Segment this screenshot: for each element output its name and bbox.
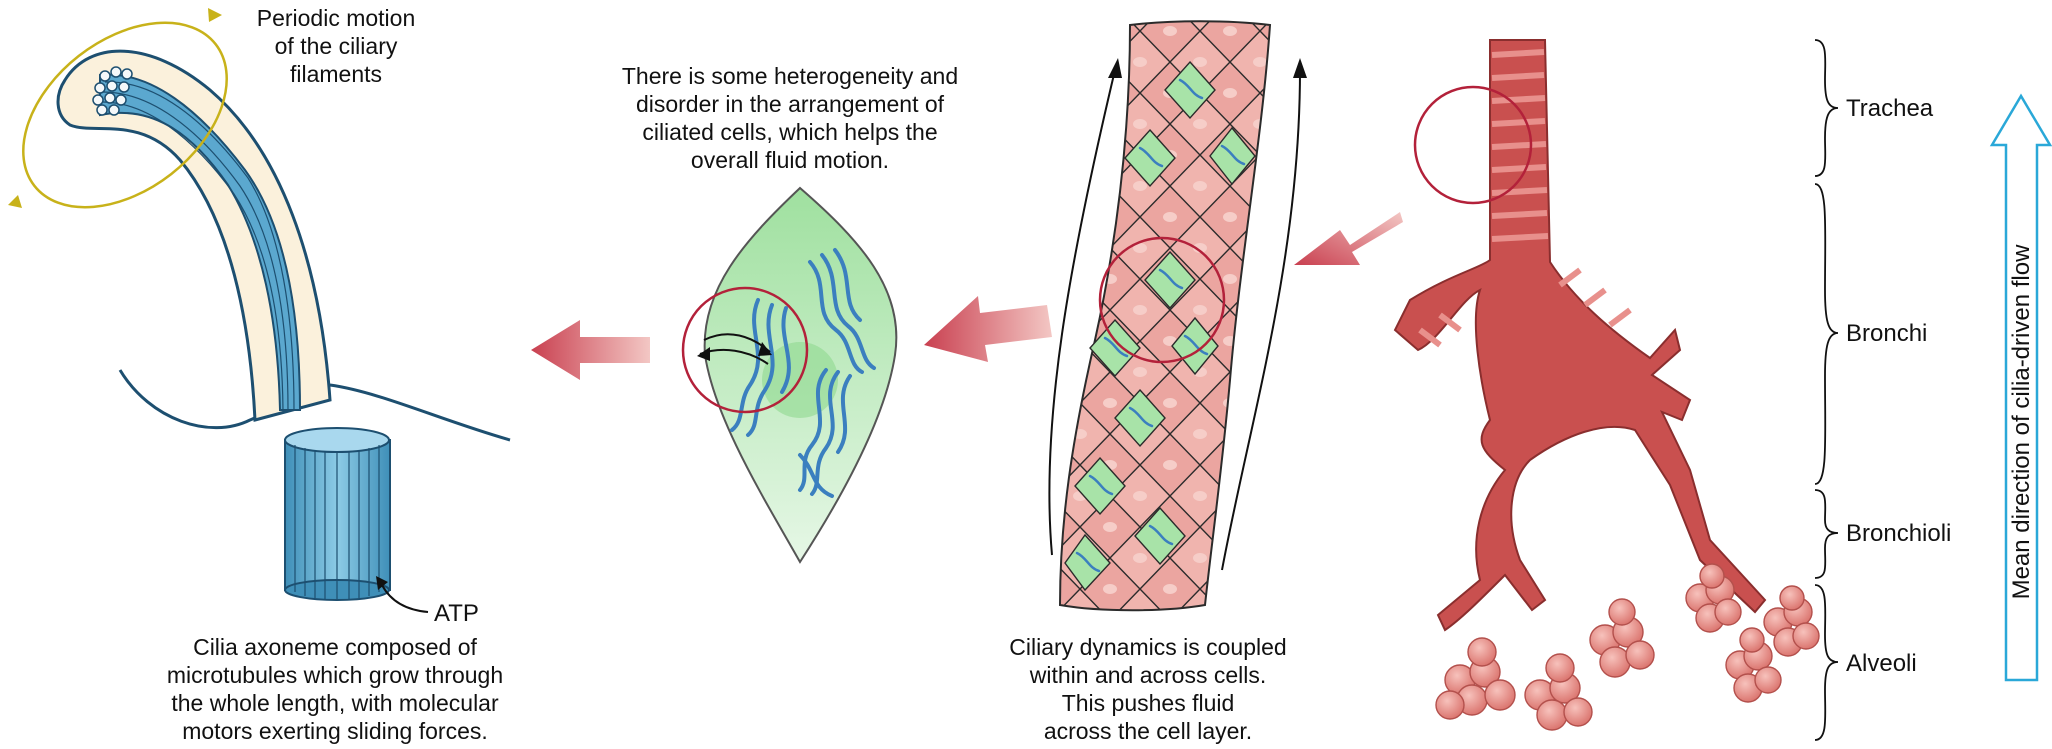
epithelial-tube-panel <box>1048 20 1307 612</box>
zoom-circle-cell <box>681 286 809 414</box>
zoom-circle-tube <box>1098 236 1226 364</box>
alveoli-clusters <box>1435 563 1820 731</box>
brace-alveoli <box>1814 584 1839 741</box>
mean-flow-arrow <box>1989 93 2052 682</box>
brace-bronchi <box>1814 183 1839 485</box>
microtubule-tips <box>92 66 133 116</box>
cilium-panel <box>8 8 511 613</box>
periodic-motion-arrowhead <box>208 8 222 22</box>
annotation-ciliary-dynamics: Ciliary dynamics is coupled within and a… <box>1009 634 1287 744</box>
atp-pointer-head <box>376 576 388 590</box>
zoom-arrow-cell-to-cilium <box>531 320 650 380</box>
region-label-bronchioli: Bronchioli <box>1846 520 1952 547</box>
zoom-circle-trachea <box>1413 85 1533 205</box>
brace-bronchioli <box>1814 489 1839 579</box>
cilia-bundle <box>730 248 876 498</box>
annotation-periodic-motion: Periodic motion of the ciliary filaments <box>256 5 416 87</box>
flow-line-right <box>1221 69 1301 571</box>
periodic-motion-arrowhead <box>8 195 22 208</box>
ciliated-cell-panel <box>681 186 898 564</box>
region-braces <box>1814 39 1839 741</box>
region-label-trachea: Trachea <box>1846 95 1934 122</box>
zoom-arrow-tube-to-cell <box>924 296 1052 362</box>
atp-pointer <box>381 584 429 613</box>
axoneme-base <box>284 427 391 601</box>
atp-label: ATP <box>434 600 479 627</box>
epithelium-tube <box>1058 20 1272 612</box>
annotation-heterogeneity: There is some heterogeneity and disorder… <box>621 63 959 173</box>
flow-line-left <box>1048 69 1116 556</box>
zoom-arrow-airway-to-tube <box>1294 212 1403 265</box>
periodic-motion-loop <box>22 21 228 209</box>
airway-tree <box>1393 39 1767 632</box>
cilium-sheath <box>56 49 332 422</box>
region-label-alveoli: Alveoli <box>1846 650 1917 677</box>
brace-trachea <box>1814 39 1839 177</box>
tube-cilia <box>1075 78 1246 573</box>
trachea-rings <box>1418 49 1632 348</box>
annotation-axoneme: Cilia axoneme composed of microtubules w… <box>166 634 504 744</box>
airway-tree-panel <box>1393 39 1820 731</box>
region-label-bronchi: Bronchi <box>1846 320 1928 347</box>
flow-axis-label: Mean direction of cilia-driven flow <box>2008 244 2035 600</box>
